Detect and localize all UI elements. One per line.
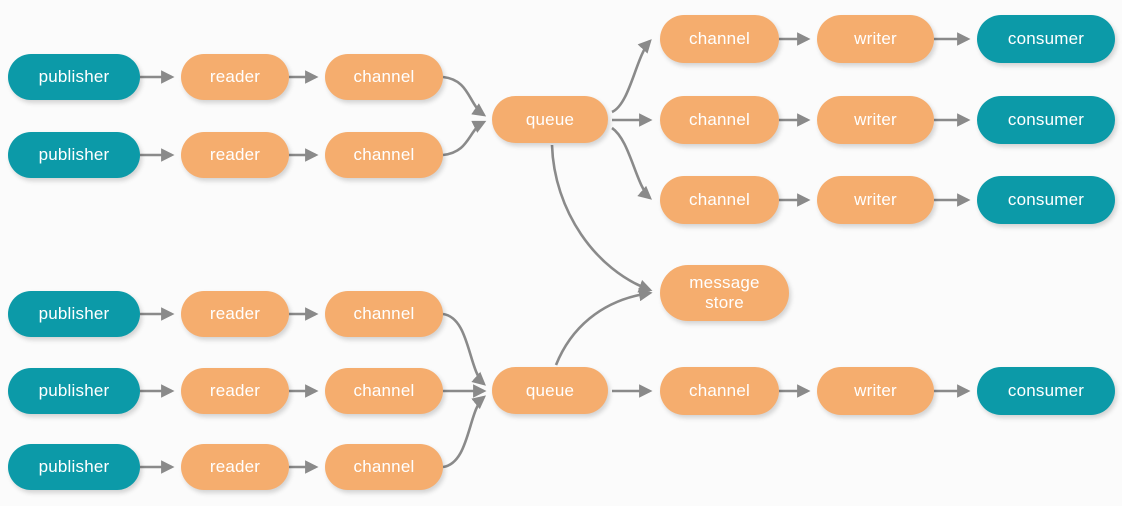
edge-q-2-to-store — [554, 287, 653, 366]
node-label: writer — [854, 381, 897, 400]
node-wr-1[interactable]: writer — [817, 15, 934, 63]
node-label: consumer — [1007, 110, 1085, 129]
node-pub-3[interactable]: publisher — [8, 291, 140, 337]
node-pub-1[interactable]: publisher — [8, 54, 140, 100]
node-store[interactable]: message store — [660, 265, 789, 321]
node-chin-3[interactable]: channel — [325, 291, 443, 337]
node-cs-4[interactable]: consumer — [977, 367, 1115, 415]
node-label: writer — [854, 110, 897, 129]
node-label: consumer — [1007, 29, 1085, 48]
edge-chin-5-to-q-2 — [442, 395, 487, 469]
node-label: queue — [525, 109, 575, 129]
node-label: message store — [689, 273, 760, 312]
node-label: writer — [854, 29, 897, 48]
node-chout-3[interactable]: channel — [660, 176, 779, 224]
node-label: channel — [689, 190, 750, 209]
edge-chin-2-to-q-1 — [442, 120, 487, 157]
node-label: reader — [209, 381, 261, 400]
node-label: consumer — [1007, 381, 1085, 400]
node-chin-1[interactable]: channel — [325, 54, 443, 100]
node-pub-5[interactable]: publisher — [8, 444, 140, 490]
node-label: channel — [689, 381, 750, 400]
node-rd-5[interactable]: reader — [181, 444, 289, 490]
node-wr-3[interactable]: writer — [817, 176, 934, 224]
node-label: channel — [353, 145, 415, 164]
node-chin-5[interactable]: channel — [325, 444, 443, 490]
node-label: reader — [209, 67, 261, 86]
node-q-2[interactable]: queue — [492, 367, 608, 414]
node-label: publisher — [38, 304, 110, 323]
edges-group — [140, 32, 971, 474]
node-label: channel — [353, 381, 415, 400]
node-label: consumer — [1007, 190, 1085, 209]
node-label: reader — [209, 145, 261, 164]
node-pub-2[interactable]: publisher — [8, 132, 140, 178]
node-rd-3[interactable]: reader — [181, 291, 289, 337]
node-label: channel — [353, 457, 415, 476]
node-label: writer — [854, 190, 897, 209]
node-chin-2[interactable]: channel — [325, 132, 443, 178]
node-label: publisher — [38, 381, 110, 400]
node-label: channel — [689, 110, 750, 129]
edge-chin-1-to-q-1 — [442, 75, 487, 117]
node-wr-2[interactable]: writer — [817, 96, 934, 144]
node-cs-2[interactable]: consumer — [977, 96, 1115, 144]
node-chout-4[interactable]: channel — [660, 367, 779, 415]
node-label: queue — [525, 380, 575, 400]
node-label: channel — [353, 304, 415, 323]
node-label: reader — [209, 304, 261, 323]
node-chout-2[interactable]: channel — [660, 96, 779, 144]
node-wr-4[interactable]: writer — [817, 367, 934, 415]
node-pub-4[interactable]: publisher — [8, 368, 140, 414]
edge-q-1-to-store — [550, 144, 653, 293]
node-label: publisher — [38, 457, 110, 476]
node-label: reader — [209, 457, 261, 476]
edge-q-1-to-chout-1 — [611, 39, 652, 114]
node-chout-1[interactable]: channel — [660, 15, 779, 63]
node-label: publisher — [38, 145, 110, 164]
edge-chin-3-to-q-2 — [442, 312, 486, 386]
node-rd-1[interactable]: reader — [181, 54, 289, 100]
node-rd-4[interactable]: reader — [181, 368, 289, 414]
node-label: channel — [689, 29, 750, 48]
node-cs-1[interactable]: consumer — [977, 15, 1115, 63]
node-chin-4[interactable]: channel — [325, 368, 443, 414]
node-label: publisher — [38, 67, 110, 86]
node-q-1[interactable]: queue — [492, 96, 608, 143]
edge-q-1-to-chout-3 — [611, 126, 652, 200]
node-cs-3[interactable]: consumer — [977, 176, 1115, 224]
node-rd-2[interactable]: reader — [181, 132, 289, 178]
node-label: channel — [353, 67, 415, 86]
